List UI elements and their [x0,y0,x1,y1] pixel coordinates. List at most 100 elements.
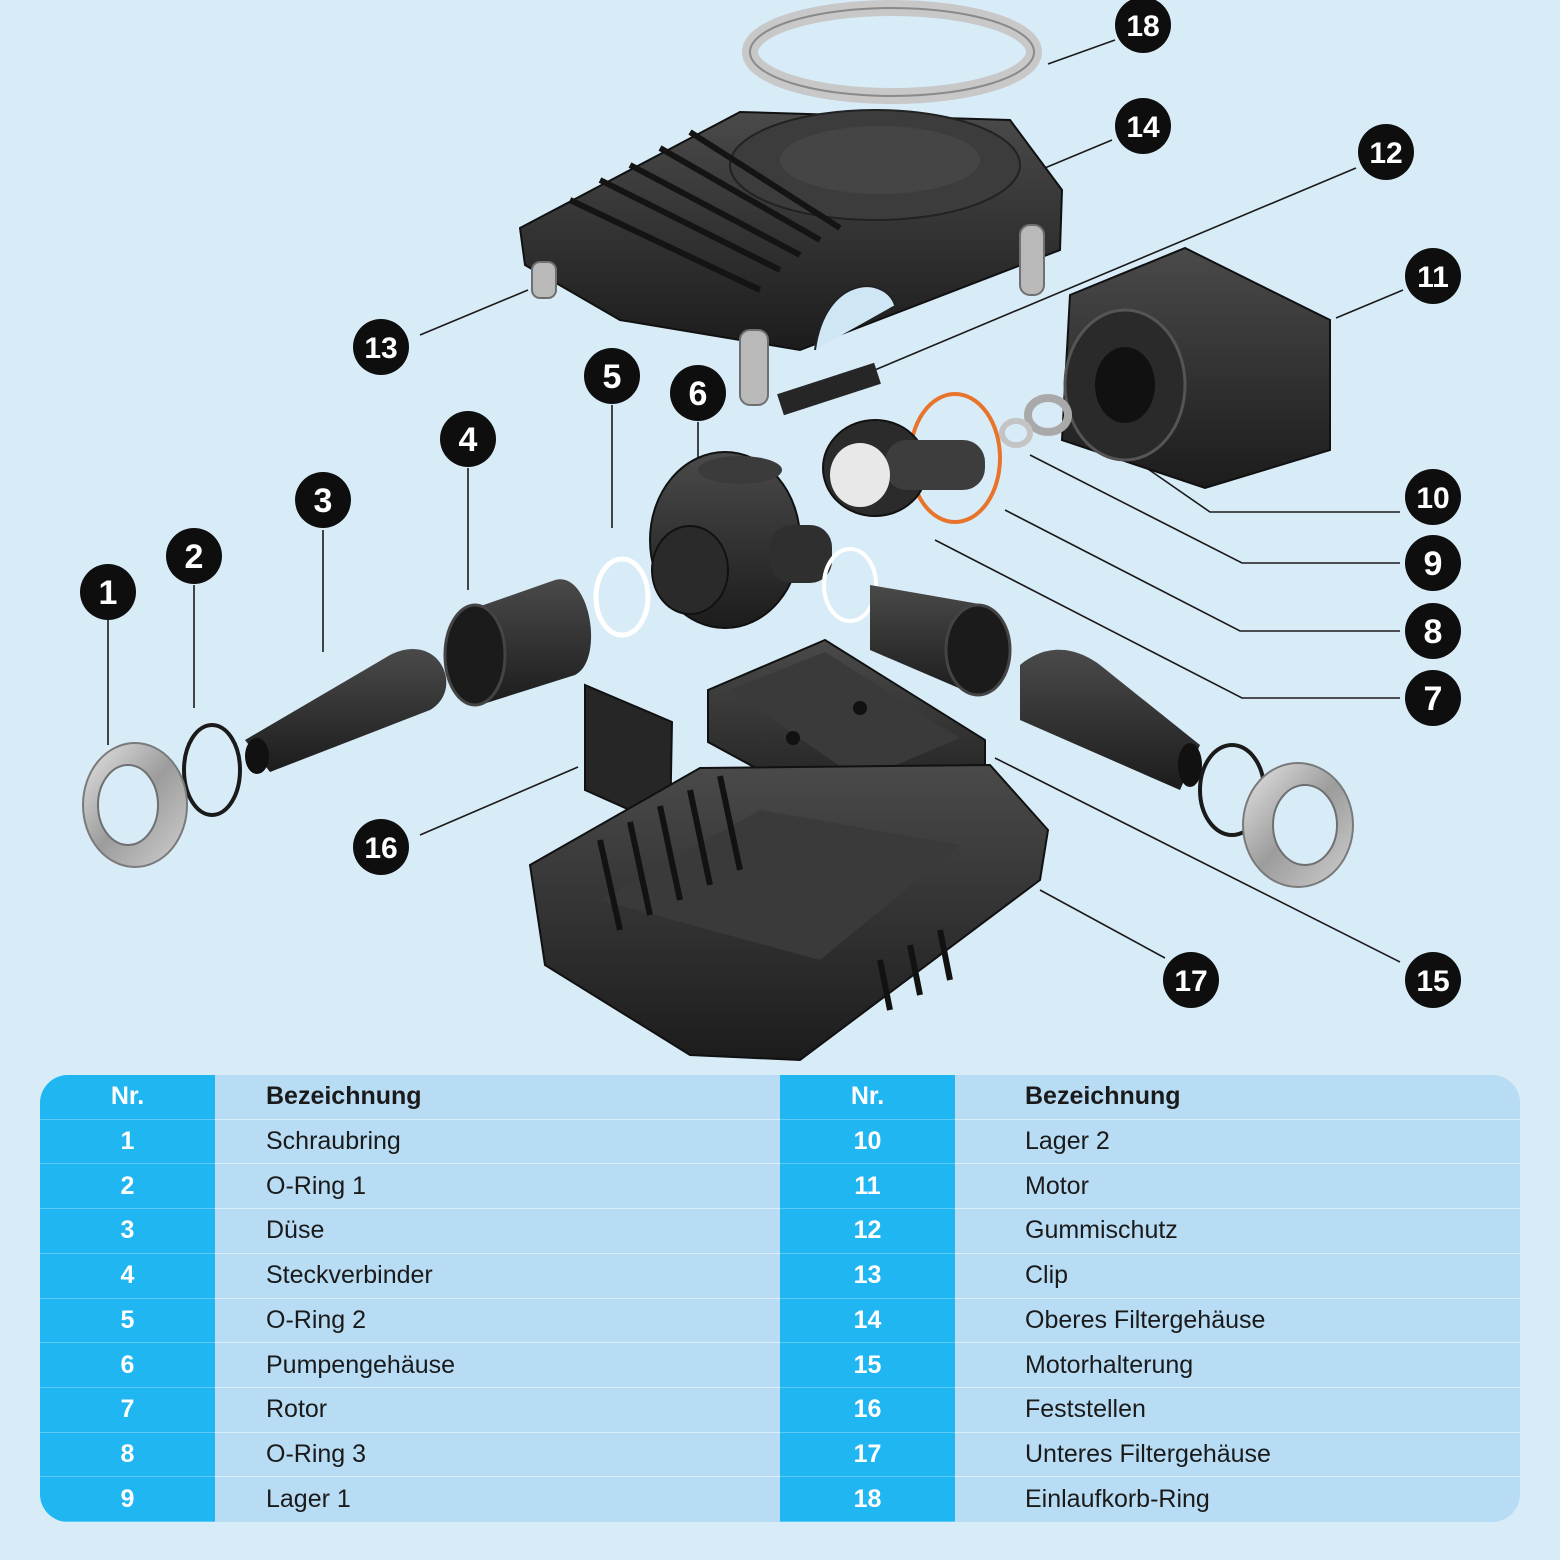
leader-line-15 [994,757,1401,963]
svg-text:2: 2 [185,538,204,576]
leader-lines [107,39,1404,963]
svg-text:8: 8 [1424,613,1443,651]
table-row-name: Gummischutz [955,1209,1520,1254]
callout-4: 4 [440,411,496,467]
callout-17: 17 [1163,952,1219,1008]
svg-text:7: 7 [1424,680,1443,718]
header-nr-left: Nr. [40,1075,215,1120]
table-row-name: Schraubring [215,1119,780,1165]
table-row-name: O-Ring 1 [215,1164,780,1210]
svg-text:14: 14 [1126,111,1160,144]
table-row-nr: 7 [40,1387,215,1433]
callout-3: 3 [295,472,351,528]
table-row-nr: 12 [780,1209,955,1254]
svg-text:12: 12 [1369,137,1402,170]
table-row-nr: 16 [780,1387,955,1433]
callout-2: 2 [166,528,222,584]
part-clips [531,224,1045,406]
leader-line-17 [1039,889,1166,959]
table-row-nr: 17 [780,1432,955,1478]
header-nr-right: Nr. [780,1075,955,1120]
svg-text:16: 16 [364,832,397,865]
callout-8: 8 [1405,603,1461,659]
header-name-right: Bezeichnung [955,1075,1520,1120]
svg-text:3: 3 [314,482,333,520]
svg-text:11: 11 [1417,261,1449,294]
table-row-name: Lager 1 [215,1477,780,1522]
table-row-nr: 4 [40,1253,215,1299]
svg-text:15: 15 [1416,965,1449,998]
svg-text:5: 5 [603,358,622,396]
table-row-name: Clip [955,1253,1520,1299]
table-row-nr: 5 [40,1298,215,1344]
part-inlet-ring [742,0,1042,104]
table-row-nr: 6 [40,1343,215,1388]
svg-text:1: 1 [99,574,118,612]
exploded-view-diagram: 1 2 3 4 5 6 7 8 9 10 11 12 [80,0,1461,1062]
table-row-nr: 2 [40,1164,215,1210]
table-row-name: Rotor [215,1387,780,1433]
part-lower-filter-housing [528,763,1050,1062]
svg-text:9: 9 [1424,545,1443,583]
callout-1: 1 [80,564,136,620]
leader-line-11 [1335,289,1404,319]
svg-text:6: 6 [689,375,708,413]
callout-7: 7 [1405,670,1461,726]
callout-12: 12 [1358,124,1414,180]
table-row-name: Motorhalterung [955,1343,1520,1388]
table-row-name: Unteres Filtergehäuse [955,1432,1520,1478]
part-oring-1-left [182,723,242,817]
part-screw-ring-left [82,742,188,868]
table-row-name: Motor [955,1164,1520,1210]
table-row-name: Steckverbinder [215,1253,780,1299]
leader-line-7 [934,539,1400,699]
callout-10: 10 [1405,469,1461,525]
svg-text:17: 17 [1174,965,1207,998]
part-upper-filter-housing [518,109,1064,352]
part-connector-right [870,585,1012,697]
callout-15: 15 [1405,952,1461,1008]
part-oring-2b [822,547,878,623]
svg-text:10: 10 [1416,482,1449,515]
table-row-name: O-Ring 2 [215,1298,780,1344]
table-row-nr: 9 [40,1477,215,1522]
part-oring-2 [593,556,651,638]
part-rubber-guard [777,362,881,416]
table-row-name: Einlaufkorb-Ring [955,1477,1520,1522]
callout-6: 6 [670,365,726,421]
part-rotor [822,419,985,517]
table-row-nr: 14 [780,1298,955,1344]
part-nozzle-right [1020,649,1202,790]
svg-text:4: 4 [459,421,478,459]
table-row-nr: 15 [780,1343,955,1388]
table-row-nr: 18 [780,1477,955,1522]
table-row-name: Oberes Filtergehäuse [955,1298,1520,1344]
leader-line-14 [1039,139,1113,171]
table-row-nr: 10 [780,1119,955,1165]
leader-line-18 [1047,39,1116,65]
table-row-nr: 11 [780,1164,955,1210]
part-connector-left [443,579,592,707]
parts-table: Nr. Bezeichnung Nr. Bezeichnung 1 Schrau… [40,1075,1520,1522]
part-motor [1060,246,1331,490]
leader-line-12 [869,167,1357,373]
leader-line-9 [1029,454,1400,564]
callout-11: 11 [1405,248,1461,304]
leader-line-8 [1004,509,1400,632]
table-row-nr: 1 [40,1119,215,1165]
callout-16: 16 [353,819,409,875]
part-pump-housing [649,451,832,629]
table-row-name: Pumpengehäuse [215,1343,780,1388]
callout-5: 5 [584,348,640,404]
svg-text:13: 13 [364,332,397,365]
callout-18: 18 [1115,0,1171,53]
part-bearings [999,394,1072,448]
leader-line-16 [419,766,579,836]
table-row-name: Lager 2 [955,1119,1520,1165]
table-row-nr: 8 [40,1432,215,1478]
svg-text:18: 18 [1126,10,1159,43]
part-screw-ring-right [1242,762,1354,888]
table-row-name: O-Ring 3 [215,1432,780,1478]
table-row-name: Düse [215,1209,780,1254]
table-row-nr: 13 [780,1253,955,1299]
